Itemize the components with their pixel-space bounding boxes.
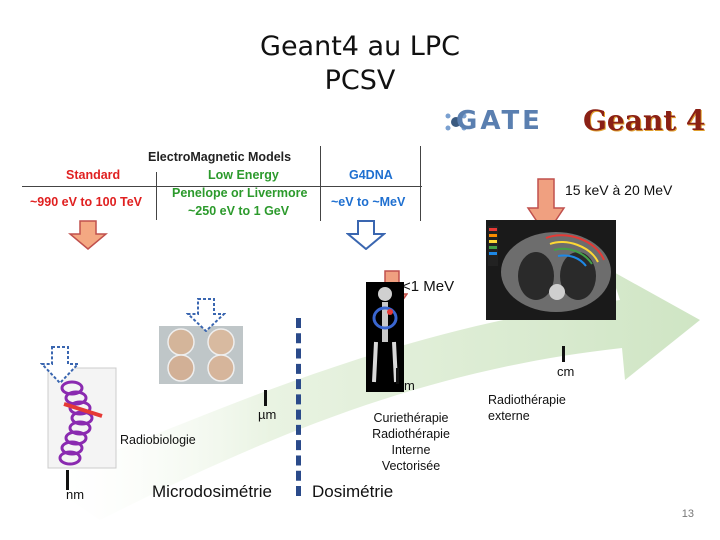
cm-tick: [562, 346, 565, 362]
title-line-2: PCSV: [324, 65, 396, 96]
low-energy-subname: Penelope or Livermore: [172, 186, 308, 200]
petri-dish-image: [159, 326, 243, 384]
nm-tick: [66, 470, 69, 490]
energy-label-high: 15 keV à 20 MeV: [565, 182, 673, 198]
em-models-table: ElectroMagnetic Models Standard Low Ener…: [22, 146, 422, 221]
curietherapie-line-4: Vectorisée: [381, 459, 441, 473]
mm-tick: [396, 368, 399, 384]
radiobiologie-label: Radiobiologie: [120, 433, 196, 447]
gate-logo: GATE: [456, 106, 543, 136]
um-tick: [264, 390, 267, 406]
geant4-logo: Geant 4: [583, 104, 706, 137]
gate-logo-icon: [445, 113, 467, 131]
table-col-divider-3: [420, 146, 421, 221]
microdosimetry-dosimetry-divider: [296, 318, 301, 496]
cm-label: cm: [557, 364, 575, 379]
mm-label: m: [404, 378, 415, 393]
dna-image: [47, 367, 117, 469]
table-col-divider-2: [320, 146, 321, 221]
g4dna-range: ~eV to ~MeV: [331, 195, 406, 209]
curietherapie-line-2: Radiothérapie: [372, 427, 450, 441]
em-table-heading: ElectroMagnetic Models: [148, 150, 292, 164]
title-line-1: Geant4 au LPC: [260, 31, 460, 62]
radiobiology-arrow-icon: [186, 298, 226, 332]
radiotherapie-externe-label: Radiothérapie externe: [488, 392, 566, 424]
low-energy-label: Low Energy: [208, 168, 279, 182]
low-energy-range: ~250 eV to 1 GeV: [188, 204, 290, 218]
microdosimetrie-label: Microdosimétrie: [152, 482, 272, 501]
g4dna-label: G4DNA: [349, 168, 393, 182]
um-label: µm: [258, 407, 277, 422]
energy-label-low: <1 MeV: [402, 278, 455, 295]
curietherapie-line-3: Interne: [391, 443, 431, 457]
table-col-divider-1: [156, 172, 157, 220]
table-divider: [22, 186, 422, 187]
standard-label: Standard: [66, 168, 121, 182]
g4dna-arrow-icon: [346, 220, 386, 250]
radiotherapie-externe-line-1: Radiothérapie: [488, 393, 566, 407]
curietherapie-label: Curiethérapie Radiothérapie Interne Vect…: [356, 410, 466, 474]
slide-title: Geant4 au LPC PCSV: [200, 30, 520, 98]
curietherapie-line-1: Curiethérapie: [373, 411, 449, 425]
ct-scan-image: [486, 220, 616, 320]
standard-range: ~990 eV to 100 TeV: [30, 195, 142, 209]
page-number: 13: [681, 508, 694, 520]
dna-arrow-icon: [40, 346, 80, 384]
nm-label: nm: [66, 487, 85, 502]
dosimetrie-label: Dosimétrie: [312, 482, 394, 501]
radiotherapie-externe-line-2: externe: [488, 409, 530, 423]
standard-arrow-icon: [68, 220, 108, 250]
